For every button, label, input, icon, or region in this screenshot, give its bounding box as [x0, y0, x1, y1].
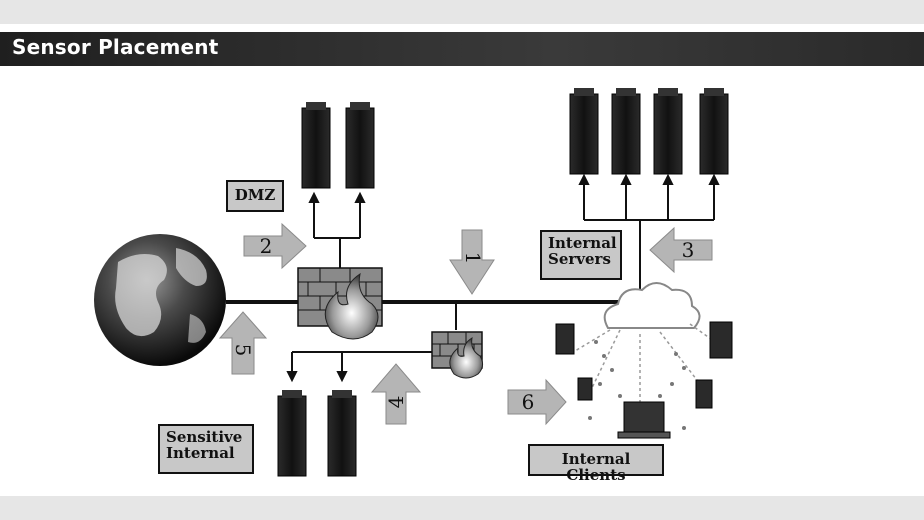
- server-icon: [709, 321, 733, 359]
- dmz-label-text: DMZ: [234, 186, 276, 204]
- server-icon: [577, 377, 593, 401]
- dmz-branch-line: [308, 191, 366, 268]
- server-icon: [695, 379, 713, 409]
- slide: Sensor Placement: [0, 24, 924, 496]
- sensor-arrow-6: [507, 378, 567, 426]
- internal-clients-label-text: Internal Clients: [561, 450, 631, 484]
- sensor-arrow-1: [449, 229, 495, 295]
- firewall-icon: [431, 331, 484, 379]
- laptop-icon: [617, 401, 671, 439]
- server-icon: [277, 390, 357, 477]
- sensitive-internal-label-line1: Sensitive: [166, 428, 243, 446]
- sensor-number-1: 1: [461, 251, 485, 265]
- firewall-icon: [297, 267, 383, 340]
- cloud-icon: [569, 282, 719, 412]
- slide-title: Sensor Placement: [12, 35, 219, 59]
- title-bar: Sensor Placement: [0, 32, 924, 66]
- globe-icon: [94, 234, 226, 366]
- internal-servers-label: Internal Servers: [540, 230, 622, 280]
- internal-servers-label-line1: Internal: [548, 234, 617, 252]
- network-diagram: [94, 88, 733, 477]
- dmz-label: DMZ: [226, 180, 284, 212]
- server-icon: [569, 88, 729, 175]
- internal-servers-label-line2: Servers: [548, 249, 611, 268]
- sensor-arrow-4: [370, 363, 422, 425]
- sensor-arrow-3: [649, 226, 713, 274]
- sensitive-internal-label-line2: Internal: [166, 443, 235, 462]
- sensor-number-4: 4: [384, 395, 408, 409]
- sensor-arrow-5: [218, 311, 268, 375]
- client-devices: [555, 321, 733, 439]
- sensor-number-3: 3: [681, 238, 695, 262]
- sensor-number-5: 5: [231, 343, 255, 357]
- sensor-number-6: 6: [521, 390, 535, 414]
- sensor-number-2: 2: [259, 234, 273, 258]
- server-icon: [555, 323, 575, 355]
- sensor-arrow-2: [243, 222, 307, 270]
- client-dots: [588, 340, 686, 430]
- sensitive-internal-label: Sensitive Internal: [158, 424, 254, 474]
- sensor-arrows: [218, 222, 713, 426]
- server-icon: [301, 102, 375, 189]
- internal-clients-label: Internal Clients: [528, 444, 664, 483]
- sensitive-branch-line: [286, 302, 457, 383]
